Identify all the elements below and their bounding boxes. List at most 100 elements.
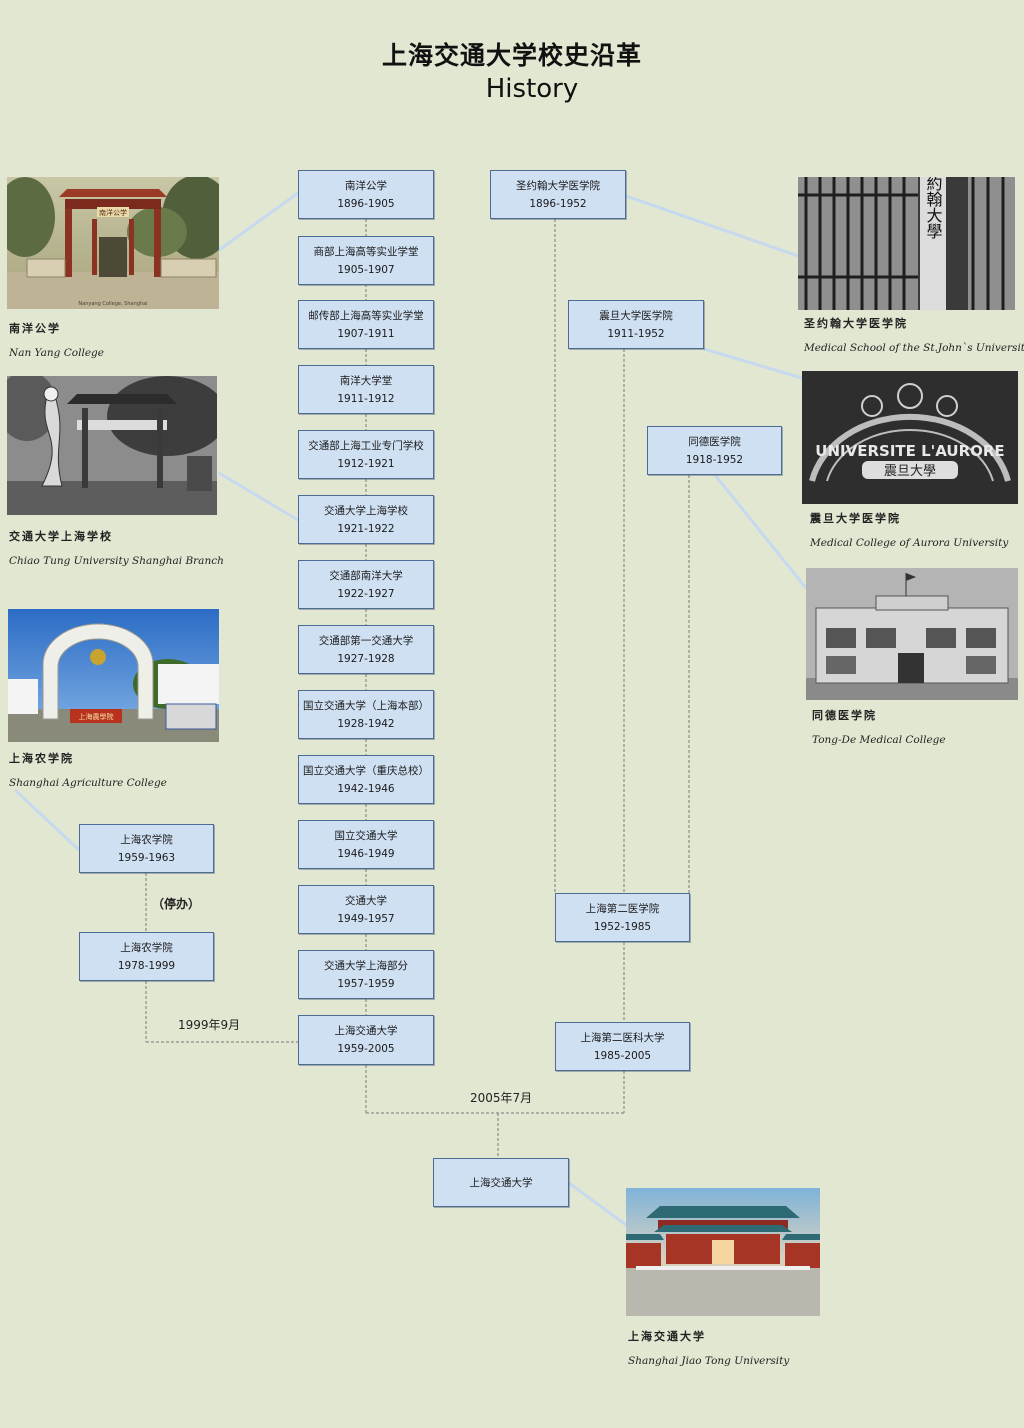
node-second-med-u: 上海第二医科大学 1985-2005 xyxy=(555,1022,690,1071)
caption-cn: 上海交通大学 xyxy=(628,1330,706,1343)
chiaotung-photo xyxy=(7,376,217,515)
node-name: 上海第二医学院 xyxy=(585,902,660,915)
node-years: 1946-1949 xyxy=(337,847,395,860)
node-name: 上海农学院 xyxy=(120,941,173,954)
node-name: 上海交通大学 xyxy=(334,1025,398,1037)
note-merge-2005: 2005年7月 xyxy=(470,1091,533,1105)
node-youchuan: 邮传部上海高等实业学堂 1907-1911 xyxy=(298,300,434,349)
caption-cn: 圣约翰大学医学院 xyxy=(804,317,908,330)
caption-en: Tong-De Medical College xyxy=(812,734,946,746)
node-name: 交通部南洋大学 xyxy=(329,569,403,582)
node-second-med: 上海第二医学院 1952-1985 xyxy=(555,893,690,942)
node-name: 商部上海高等实业学堂 xyxy=(313,245,419,258)
note-suspended: （停办） xyxy=(152,897,201,911)
node-name: 交通部第一交通大学 xyxy=(318,634,414,647)
node-years: 1905-1907 xyxy=(337,263,395,276)
node-name: 同德医学院 xyxy=(688,435,741,448)
node-years: 1912-1921 xyxy=(337,457,395,470)
node-name: 圣约翰大学医学院 xyxy=(516,179,600,192)
aurora-cn-text: 震旦大學 xyxy=(884,464,936,479)
caption-stjohn: 圣约翰大学医学院 Medical School of the St.John`s … xyxy=(804,315,1024,354)
node-jtdx-sh: 交通大学上海学校 1921-1922 xyxy=(298,495,434,544)
node-shangbu: 商部上海高等实业学堂 1905-1907 xyxy=(298,236,434,285)
node-jtdx-shbf: 交通大学上海部分 1957-1959 xyxy=(298,950,434,999)
node-name: 南洋公学 xyxy=(345,179,387,192)
node-guoli: 国立交通大学 1946-1949 xyxy=(298,820,434,869)
caption-cn: 交通大学上海学校 xyxy=(9,530,113,543)
caption-en: Medical School of the St.John`s Universi… xyxy=(804,342,1024,354)
caption-en: Chiao Tung University Shanghai Branch xyxy=(9,555,224,567)
caption-cn: 同德医学院 xyxy=(812,709,877,722)
node-years: 1952-1985 xyxy=(593,920,652,933)
node-name: 交通大学上海学校 xyxy=(324,504,408,517)
node-guoli-sh: 国立交通大学（上海本部） 1928-1942 xyxy=(298,690,434,739)
node-name: 邮传部上海高等实业学堂 xyxy=(308,309,424,322)
node-years: 1927-1928 xyxy=(337,652,395,665)
node-years: 1911-1952 xyxy=(607,327,665,340)
caption-en: Shanghai Agriculture College xyxy=(9,777,167,789)
caption-en: Nan Yang College xyxy=(9,347,104,359)
stjohn-photo: 聖約翰大學 xyxy=(798,177,1015,310)
node-name: 交通大学 xyxy=(345,894,387,907)
note-merge-1999: 1999年9月 xyxy=(178,1018,241,1032)
caption-agri: 上海农学院 Shanghai Agriculture College xyxy=(9,750,167,789)
agri-sign-text: 上海農學院 xyxy=(79,712,114,721)
aurora-photo: UNIVERSITE L'AURORE 震旦大學 xyxy=(802,371,1018,504)
node-name: 国立交通大学 xyxy=(334,829,398,842)
caption-en: Shanghai Jiao Tong University xyxy=(628,1355,790,1367)
node-tongde: 同德医学院 1918-1952 xyxy=(647,426,782,475)
caption-chiaotung: 交通大学上海学校 Chiao Tung University Shanghai B… xyxy=(9,528,224,567)
node-years: 1985-2005 xyxy=(593,1049,652,1062)
node-aurora: 震旦大学医学院 1911-1952 xyxy=(568,300,704,349)
node-nanyang: 南洋公学 1896-1905 xyxy=(298,170,434,219)
nanyang-plaque-text: 南洋公学 xyxy=(99,208,127,217)
node-years: 1928-1942 xyxy=(337,717,395,730)
node-years: 1911-1912 xyxy=(337,392,395,405)
node-years: 1907-1911 xyxy=(337,327,395,340)
caption-en: Medical College of Aurora University xyxy=(810,537,1009,549)
node-diyi: 交通部第一交通大学 1927-1928 xyxy=(298,625,434,674)
node-name: 国立交通大学（重庆总校） xyxy=(303,764,429,777)
node-years: 1922-1927 xyxy=(337,587,395,600)
node-sjtu-final: 上海交通大学 xyxy=(433,1158,569,1207)
node-name: 震旦大学医学院 xyxy=(599,309,673,322)
node-name: 南洋大学堂 xyxy=(339,374,393,387)
node-nanyang-u: 交通部南洋大学 1922-1927 xyxy=(298,560,434,609)
node-years: 1918-1952 xyxy=(685,453,744,466)
caption-cn: 南洋公学 xyxy=(9,322,61,335)
node-name: 交通大学上海部分 xyxy=(324,959,408,972)
node-years: 1959-1963 xyxy=(117,851,176,864)
nanyang-photo: 南洋公学 Nanyang College, Shanghai xyxy=(7,177,219,309)
tongde-photo-link xyxy=(713,474,808,589)
node-guoli-cq: 国立交通大学（重庆总校）1942-1946 xyxy=(298,755,434,804)
agri-photo: 上海農學院 xyxy=(8,609,219,742)
node-name: 上海交通大学 xyxy=(469,1176,533,1189)
node-stjohn: 圣约翰大学医学院 1896-1952 xyxy=(490,170,626,219)
caption-nanyang: 南洋公学 Nan Yang College xyxy=(9,320,104,359)
node-jtdx: 交通大学 1949-1957 xyxy=(298,885,434,934)
node-years: 1957-1959 xyxy=(337,977,395,990)
sjtu-photo-link xyxy=(568,1181,627,1227)
tongde-photo xyxy=(806,568,1018,700)
aurora-sign-text: UNIVERSITE L'AURORE xyxy=(815,442,1004,460)
chiaotung-photo-link xyxy=(218,471,299,522)
node-years: 1921-1922 xyxy=(337,522,395,535)
node-years: 1896-1905 xyxy=(337,197,395,210)
nanyang-photo-caption: Nanyang College, Shanghai xyxy=(78,301,147,307)
node-name: 上海农学院 xyxy=(120,833,173,846)
node-years: 1949-1957 xyxy=(337,912,395,925)
caption-cn: 上海农学院 xyxy=(9,752,74,765)
page-subtitle: History xyxy=(485,74,579,104)
caption-sjtu: 上海交通大学 Shanghai Jiao Tong University xyxy=(628,1328,789,1367)
node-agri-1959: 上海农学院 1959-1963 xyxy=(79,824,214,873)
caption-tongde: 同德医学院 Tong-De Medical College xyxy=(812,707,946,746)
node-name: 上海第二医科大学 xyxy=(580,1031,665,1044)
node-years: 1896-1952 xyxy=(529,197,587,210)
node-name: 国立交通大学（上海本部） xyxy=(303,699,429,712)
nanyang-photo-link xyxy=(218,191,299,252)
sjtu-photo xyxy=(626,1188,820,1316)
